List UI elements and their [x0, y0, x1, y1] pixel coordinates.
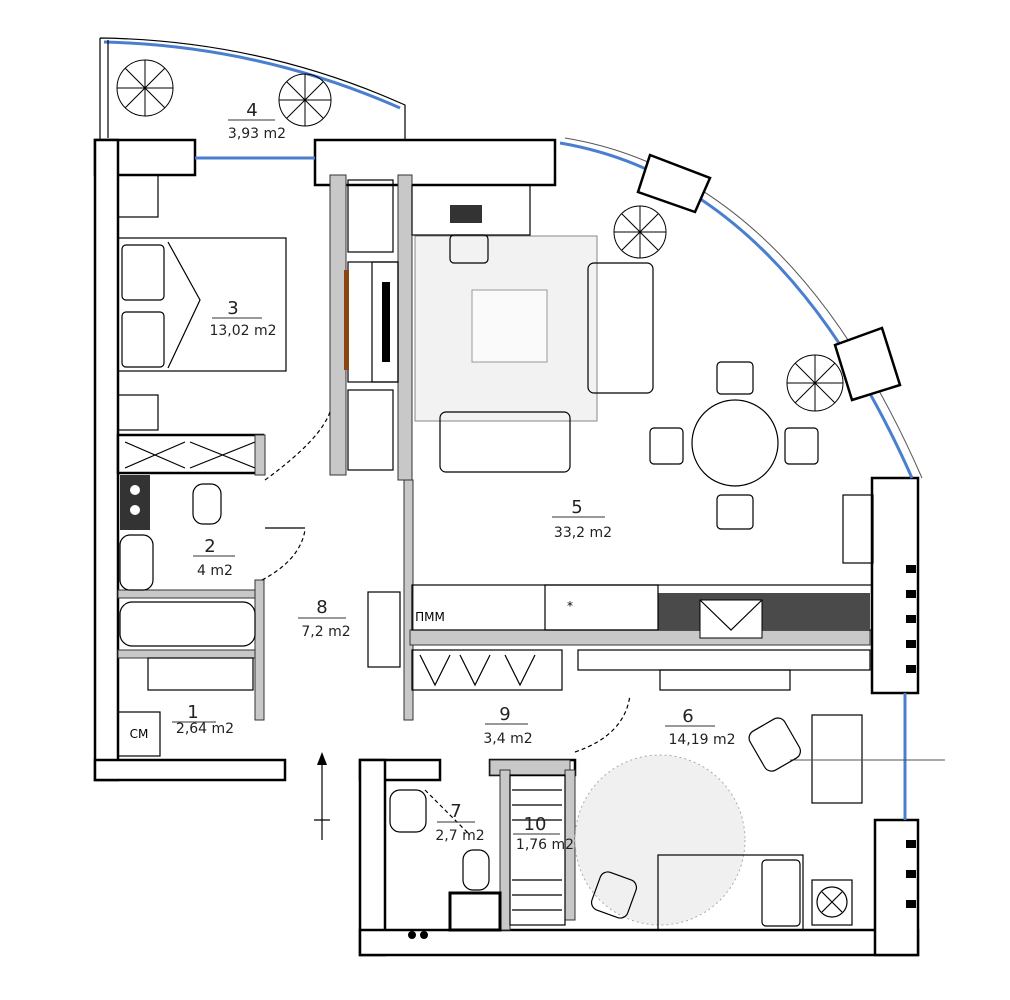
room-number: 7 [450, 801, 461, 822]
room-number: 1 [187, 702, 198, 723]
room-label-2: 2 4 m2 [193, 536, 235, 579]
room-area: 13,02 m2 [209, 323, 276, 339]
plant-icon [116, 59, 174, 117]
room-label-3: 3 13,02 m2 [209, 298, 276, 339]
plant-icon [278, 73, 332, 127]
plant-icon [613, 205, 667, 259]
room-area: 2,7 m2 [435, 828, 484, 844]
balcony [99, 37, 406, 140]
room-label-5: 5 33,2 m2 [552, 497, 612, 541]
room-label-9: 9 3,4 m2 [483, 704, 532, 747]
room-area: 33,2 m2 [554, 525, 612, 541]
room-number: 2 [204, 536, 215, 557]
north-arrow-icon [314, 752, 330, 840]
living-room-furniture [116, 59, 874, 564]
room-number: 4 [246, 100, 257, 121]
room-number: 3 [227, 298, 238, 319]
room-label-10: 10 1,76 m2 [513, 814, 574, 853]
room-number: 6 [682, 706, 693, 727]
room-number: 5 [571, 497, 582, 518]
bathroom-fixtures: СМ [117, 475, 566, 939]
star-label: * [567, 599, 573, 613]
room-area: 4 m2 [197, 563, 233, 579]
bedroom-furniture [117, 174, 399, 471]
room-number: 10 [524, 814, 547, 835]
kitchen: ПММ * [367, 584, 873, 691]
doors [261, 411, 631, 836]
washer-label: СМ [130, 727, 149, 741]
room-number: 9 [499, 704, 510, 725]
plant-icon [786, 354, 844, 412]
window-bay-2 [833, 326, 902, 402]
room-label-1: 1 2,64 m2 [172, 702, 234, 737]
room-label-8: 8 7,2 m2 [298, 597, 351, 640]
room-number: 8 [316, 597, 327, 618]
bedroom-6-furniture [574, 714, 945, 931]
dishwasher-label: ПММ [415, 610, 445, 624]
room-label-7: 7 2,7 m2 [435, 801, 484, 844]
window-bay-1 [636, 153, 712, 214]
room-area: 3,93 m2 [228, 126, 286, 142]
room-area: 3,4 m2 [483, 731, 532, 747]
room-area: 7,2 m2 [301, 624, 350, 640]
room-label-4: 4 3,93 m2 [228, 100, 286, 142]
room-area: 1,76 m2 [516, 837, 574, 853]
room-area: 2,64 m2 [176, 721, 234, 737]
room-label-6: 6 14,19 m2 [665, 706, 736, 748]
room-area: 14,19 m2 [668, 732, 735, 748]
